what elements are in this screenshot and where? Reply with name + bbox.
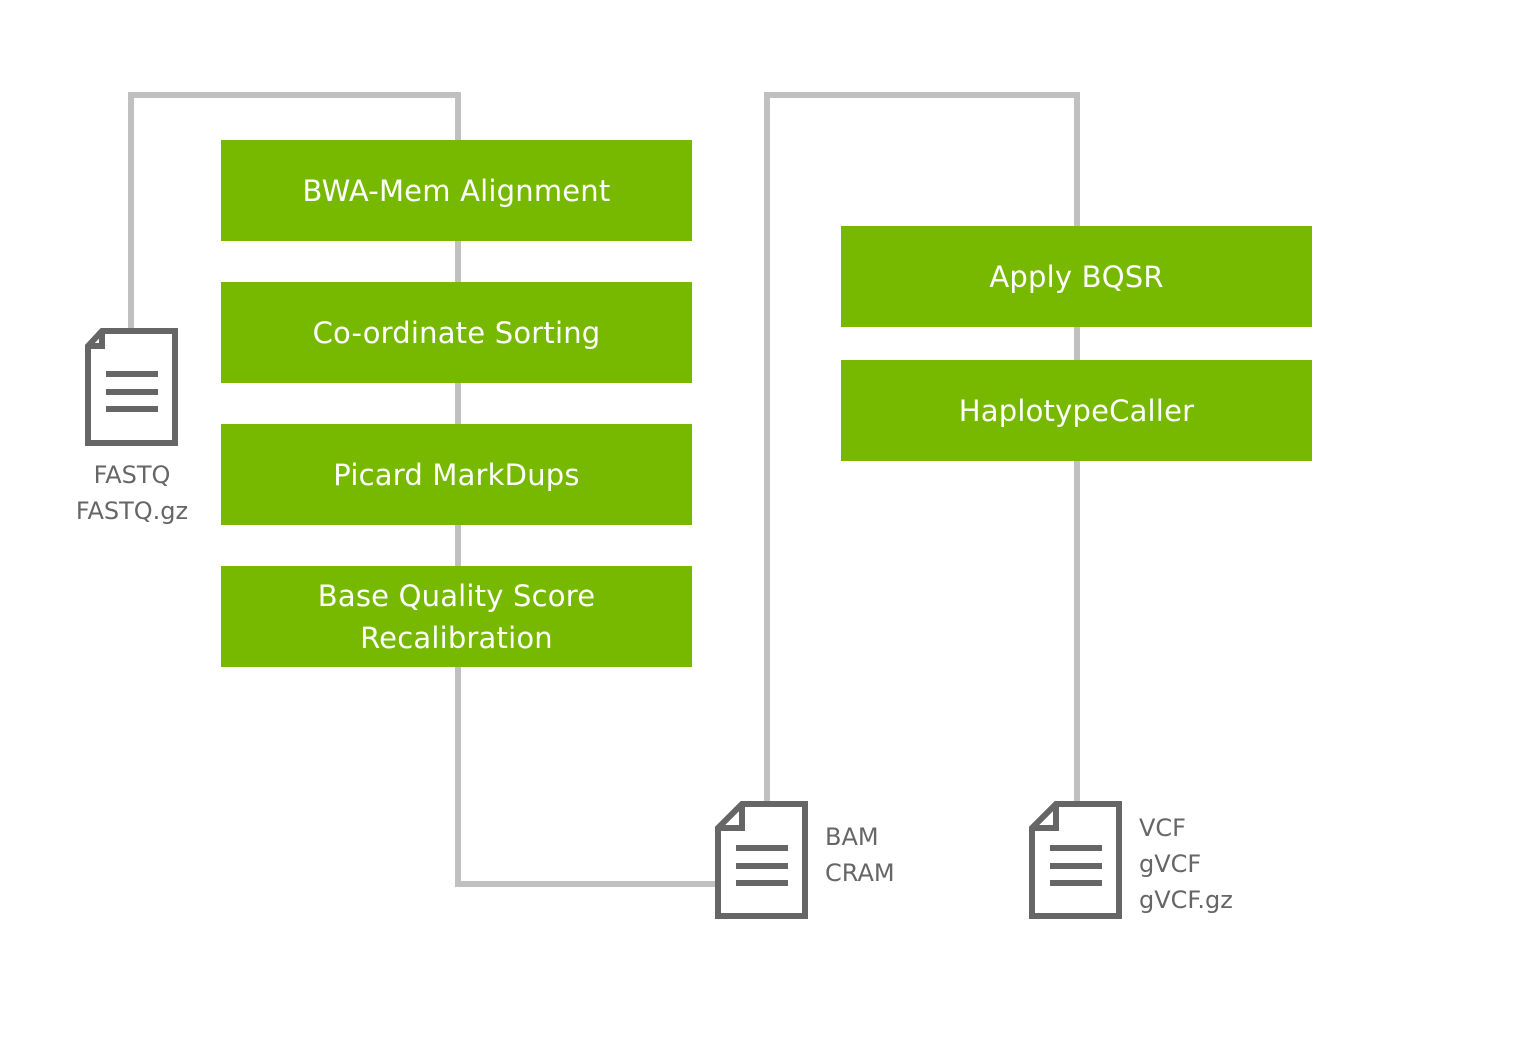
output-file-formats: VCF gVCF gVCF.gz bbox=[1139, 810, 1233, 918]
file-format: FASTQ bbox=[93, 461, 171, 489]
step-label: Base Quality Score Recalibration bbox=[317, 578, 596, 655]
document-icon bbox=[85, 328, 178, 446]
step-coordinate-sorting: Co-ordinate Sorting bbox=[221, 282, 692, 383]
step-haplotypecaller: HaplotypeCaller bbox=[841, 360, 1312, 461]
input-file-formats: FASTQ FASTQ.gz bbox=[52, 457, 212, 529]
connector-input-to-alignment bbox=[128, 92, 461, 330]
file-format: gVCF bbox=[1139, 850, 1202, 878]
step-base-quality-score-recalibration: Base Quality Score Recalibration bbox=[221, 566, 692, 667]
file-format: VCF bbox=[1139, 814, 1186, 842]
step-label: Picard MarkDups bbox=[333, 457, 580, 492]
step-bwa-mem-alignment: BWA-Mem Alignment bbox=[221, 140, 692, 241]
connector-alignment-to-bam bbox=[455, 666, 720, 887]
file-format: FASTQ.gz bbox=[75, 497, 189, 525]
connector-bam-to-calling bbox=[764, 92, 1080, 804]
step-label: HaplotypeCaller bbox=[958, 393, 1195, 428]
step-label: Co-ordinate Sorting bbox=[312, 315, 601, 350]
document-icon bbox=[715, 801, 808, 919]
step-apply-bqsr: Apply BQSR bbox=[841, 226, 1312, 327]
file-format: BAM bbox=[825, 823, 879, 851]
step-label: Apply BQSR bbox=[989, 259, 1164, 294]
step-label: BWA-Mem Alignment bbox=[302, 173, 611, 208]
file-format: gVCF.gz bbox=[1139, 886, 1233, 914]
step-picard-markdups: Picard MarkDups bbox=[221, 424, 692, 525]
file-format: CRAM bbox=[825, 859, 895, 887]
connectors bbox=[128, 92, 1080, 887]
intermediate-file-formats: BAM CRAM bbox=[825, 819, 895, 891]
document-icon bbox=[1029, 801, 1122, 919]
